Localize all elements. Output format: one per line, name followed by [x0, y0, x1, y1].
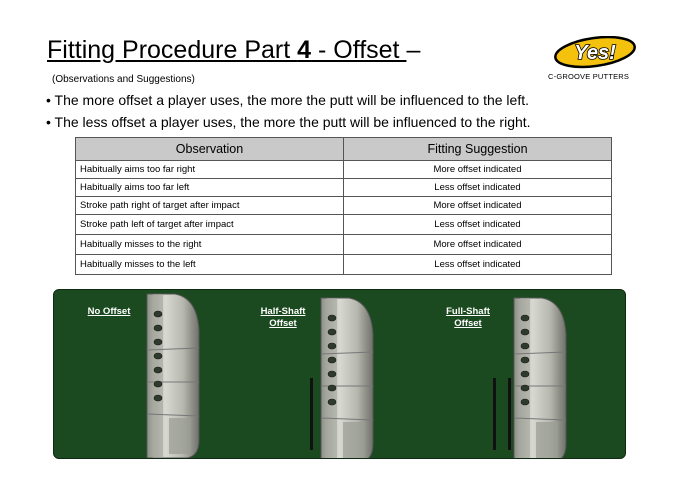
observation-cell: Habitually misses to the left: [75, 254, 344, 275]
shaft-line: [493, 378, 496, 450]
label-half-shaft-offset: Half-Shaft Offset: [250, 306, 316, 330]
logo-brand-text: Yes!: [574, 42, 616, 64]
shaft-line: [310, 378, 313, 450]
observation-cell: Habitually aims too far right: [75, 160, 344, 179]
table-row: Stroke path left of target after impact …: [75, 214, 612, 235]
observation-cell: Stroke path right of target after impact: [75, 196, 344, 215]
label-line: Offset: [269, 318, 297, 329]
bullet-less-offset: • The less offset a player uses, the mor…: [46, 114, 531, 130]
subtitle: (Observations and Suggestions): [52, 74, 195, 85]
title-main: Fitting Procedure Part: [47, 36, 298, 64]
yes-logo: Yes!: [554, 36, 636, 69]
shaft-line: [508, 378, 511, 450]
table-row: Stroke path right of target after impact…: [75, 196, 612, 215]
suggestion-cell: More offset indicated: [343, 160, 612, 179]
table-header-row: Observation Fitting Suggestion: [75, 137, 612, 161]
label-line: No Offset: [87, 306, 131, 317]
suggestion-cell: Less offset indicated: [343, 254, 612, 275]
putter-comparison-panel: No Offset Half-Shaft Offset Full-Shaft O…: [53, 289, 626, 459]
table-row: Habitually misses to the left Less offse…: [75, 254, 612, 275]
suggestion-cell: More offset indicated: [343, 196, 612, 215]
title-dash: –: [406, 36, 421, 64]
fitting-table: Observation Fitting Suggestion Habituall…: [75, 137, 612, 275]
logo-tagline: C-GROOVE PUTTERS: [548, 72, 630, 81]
suggestion-cell: More offset indicated: [343, 234, 612, 255]
suggestion-cell: Less offset indicated: [343, 214, 612, 235]
title-part-number: 4: [297, 36, 312, 64]
putter-full-shaft-offset: [493, 297, 567, 458]
table-row: Habitually aims too far right More offse…: [75, 160, 612, 179]
suggestion-cell: Less offset indicated: [343, 178, 612, 197]
label-line: Offset: [454, 318, 482, 329]
label-line: Full-Shaft: [446, 306, 490, 317]
title-topic: - Offset: [311, 36, 407, 64]
label-full-shaft-offset: Full-Shaft Offset: [435, 306, 501, 330]
putter-no-offset: [146, 293, 200, 458]
page-title: Fitting Procedure Part 4 - Offset –: [47, 36, 420, 65]
table-row: Habitually misses to the right More offs…: [75, 234, 612, 255]
bullet-more-offset: • The more offset a player uses, the mor…: [46, 92, 529, 108]
label-line: Half-Shaft: [260, 306, 306, 317]
table-row: Habitually aims too far left Less offset…: [75, 178, 612, 197]
header-observation: Observation: [75, 137, 344, 161]
observation-cell: Habitually misses to the right: [75, 234, 344, 255]
label-no-offset: No Offset: [76, 306, 142, 318]
putter-half-shaft-offset: [310, 297, 374, 458]
header-fitting-suggestion: Fitting Suggestion: [343, 137, 612, 161]
observation-cell: Habitually aims too far left: [75, 178, 344, 197]
observation-cell: Stroke path left of target after impact: [75, 214, 344, 235]
putter-illustrations: [146, 293, 567, 458]
